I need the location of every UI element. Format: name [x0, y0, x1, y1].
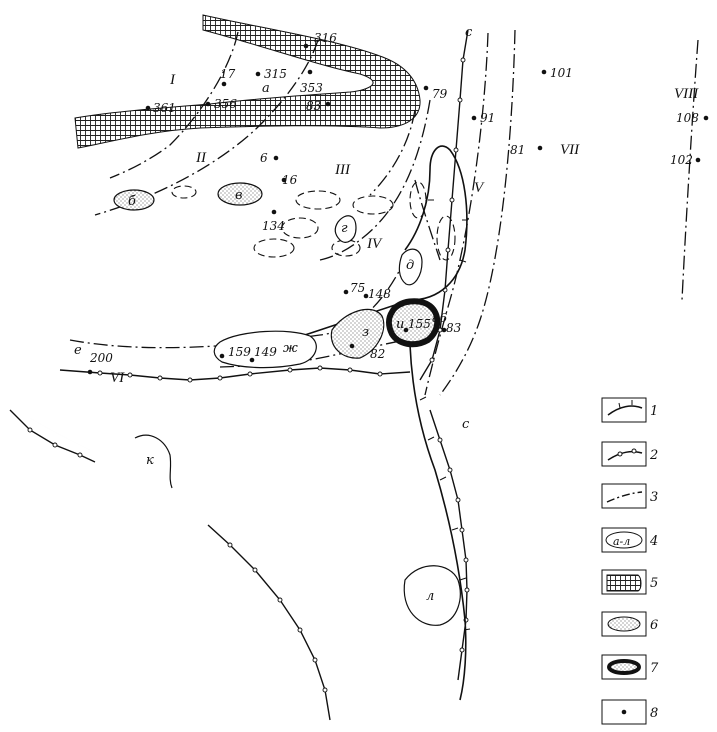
area-label-e: е	[74, 343, 82, 358]
legend-number-1: 1	[650, 404, 658, 419]
dash-dot-line-icon	[606, 491, 643, 503]
legend-item-6: 6	[601, 611, 658, 637]
area-label-zh: ж	[283, 341, 298, 356]
zone-label-III: III	[334, 162, 351, 178]
point-label-79: 79	[432, 87, 448, 101]
thick-outline-area-icon	[607, 659, 641, 675]
point-label-149: 149	[254, 345, 277, 359]
point-label-83-right: 83	[446, 321, 462, 335]
point-label-86: 86	[432, 311, 448, 325]
point-label-81: 81	[510, 143, 525, 157]
zone-letter-a: а	[262, 81, 270, 96]
point-label-91: 91	[480, 111, 495, 125]
fault-mark-2: с	[462, 417, 470, 432]
legend-number-8: 8	[650, 706, 658, 721]
point-label-356: 356	[214, 97, 237, 111]
area-label-b: б	[128, 194, 136, 209]
point-icon	[621, 709, 627, 715]
isolated-curve	[134, 434, 173, 489]
area-label-k: к	[146, 453, 154, 468]
legend: 1 2 3 а-л 4 5 6	[601, 397, 659, 725]
crosshatch-band	[74, 14, 421, 149]
point-label-134: 134	[262, 219, 285, 233]
point-label-101: 101	[550, 66, 573, 80]
hachure-ticks	[419, 199, 471, 631]
legend-number-4: 4	[649, 534, 658, 549]
point-label-200: 200	[89, 351, 113, 365]
stippled-areas	[113, 182, 385, 359]
legend-item-8: 8	[601, 699, 658, 725]
legend-number-7: 7	[650, 661, 659, 676]
area-label-v: в	[235, 188, 243, 203]
legend-item-2: 2	[601, 441, 658, 467]
legend-item-7: 7	[601, 654, 659, 680]
area-label-g: г	[341, 221, 348, 236]
point-label-16: 16	[282, 173, 298, 187]
legend-item-4: а-л 4	[601, 527, 658, 553]
point-label-353: 353	[300, 81, 323, 95]
legend-item-5: 5	[601, 569, 658, 595]
thick-outline-area	[386, 298, 441, 348]
point-label-108: 108	[676, 111, 699, 125]
solid-outlined-areas	[213, 215, 461, 626]
crosshatch-icon	[606, 574, 642, 592]
zone-label-I: I	[169, 72, 176, 88]
legend-number-5: 5	[650, 576, 658, 591]
point-label-155: 155	[408, 317, 431, 331]
circle-dotted-line-icon	[607, 448, 643, 461]
zone-label-IV: IV	[366, 236, 383, 252]
area-label-i: и	[396, 317, 404, 332]
zone-label-VIII: VIII	[674, 86, 699, 102]
point-label-17: 17	[220, 67, 236, 81]
zone-label-VI: VI	[110, 370, 125, 386]
fault-mark-1: с	[465, 25, 473, 40]
point-label-316: 316	[314, 31, 337, 45]
area-label-z: з	[362, 325, 369, 340]
zone-label-VII: VII	[560, 142, 580, 158]
stippled-area-icon	[607, 616, 641, 632]
point-label-159: 159	[228, 345, 251, 359]
legend-number-2: 2	[649, 448, 658, 463]
outlined-area-icon	[605, 531, 643, 549]
legend-item-3: 3	[601, 483, 658, 509]
dashed-outlined-areas	[171, 181, 456, 261]
area-label-d: д	[406, 258, 414, 273]
hachured-line-icon	[607, 400, 643, 416]
zone-label-V: V	[474, 180, 485, 196]
legend-sample-4: а-л	[613, 535, 630, 548]
point-label-75: 75	[350, 281, 365, 295]
point-label-6: 6	[260, 151, 268, 165]
point-label-361: 361	[153, 101, 176, 115]
legend-number-6: 6	[650, 618, 658, 633]
legend-item-1: 1	[601, 397, 658, 423]
point-label-83-top: 83	[306, 99, 322, 113]
legend-number-3: 3	[650, 490, 658, 505]
area-label-l: л	[426, 589, 434, 604]
point-label-82: 82	[370, 347, 385, 361]
ring-boundaries	[9, 29, 470, 721]
zone-label-II: II	[195, 150, 207, 166]
point-label-315: 315	[264, 67, 287, 81]
observation-points	[87, 43, 709, 375]
point-label-102: 102	[670, 153, 693, 167]
point-label-148: 148	[368, 287, 391, 301]
